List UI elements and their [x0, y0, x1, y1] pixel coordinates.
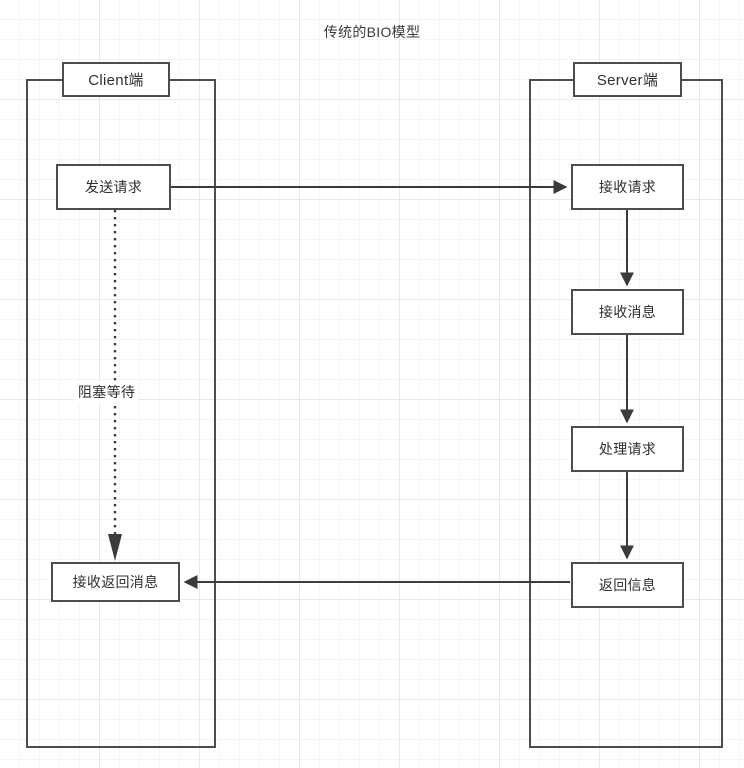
node-receive-message[interactable]: 接收消息: [571, 289, 684, 335]
node-receive-response-message[interactable]: 接收返回消息: [51, 562, 180, 602]
node-handle-request[interactable]: 处理请求: [571, 426, 684, 472]
label-blocking-wait: 阻塞等待: [75, 381, 139, 403]
node-server-title[interactable]: Server端: [573, 62, 682, 97]
node-client-title[interactable]: Client端: [62, 62, 170, 97]
diagram-title: 传统的BIO模型: [323, 24, 421, 40]
node-send-request[interactable]: 发送请求: [56, 164, 171, 210]
node-return-info[interactable]: 返回信息: [571, 562, 684, 608]
node-receive-request[interactable]: 接收请求: [571, 164, 684, 210]
